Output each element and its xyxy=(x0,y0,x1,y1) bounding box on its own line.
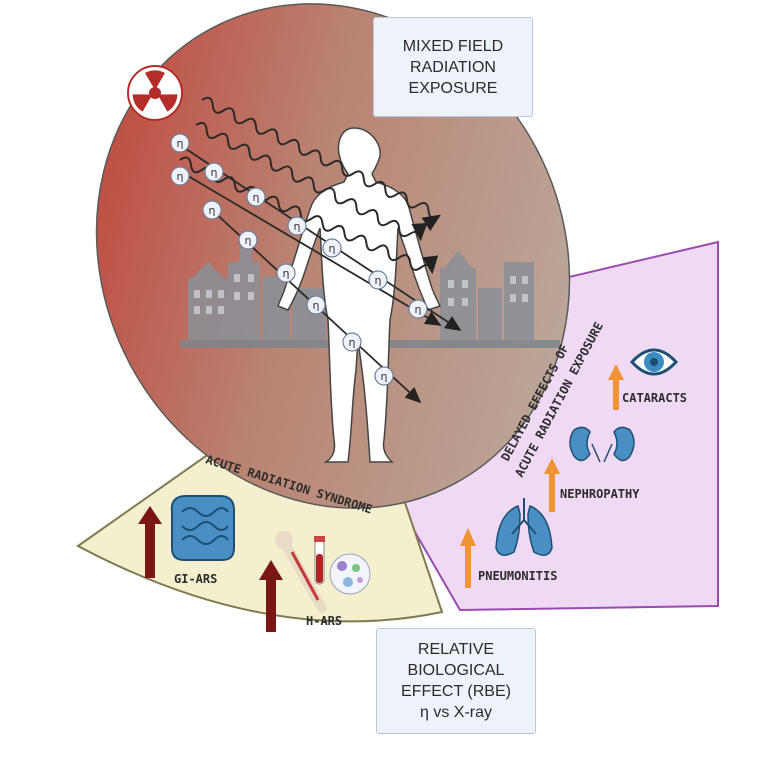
neutron-symbol: η xyxy=(283,267,290,280)
title-line-1: MIXED FIELD xyxy=(402,37,504,55)
bone-marrow-icon xyxy=(275,531,327,613)
blood-cells-icon xyxy=(329,553,371,595)
neutron-symbol: η xyxy=(209,204,216,217)
neutron-symbol: η xyxy=(294,220,301,233)
neutron-symbol: η xyxy=(349,336,356,349)
mixed-field-title-box: MIXED FIELD RADIATION EXPOSURE xyxy=(373,17,533,117)
title-line-2: RADIATION xyxy=(410,58,496,76)
gi-ars-group: GI-ARS xyxy=(138,495,235,586)
neutron-symbol: η xyxy=(177,137,184,150)
neutron-particle: η xyxy=(170,133,190,153)
up-arrow-icon xyxy=(608,364,624,410)
neutron-particle: η xyxy=(306,295,326,315)
rbe-line-4: η vs X-ray xyxy=(419,704,492,721)
neutron-particle: η xyxy=(276,263,296,283)
neutron-particle: η xyxy=(170,166,190,186)
cataracts-label: CATARACTS xyxy=(622,391,687,405)
neutron-particle: η xyxy=(368,270,388,290)
neutron-particles: η η η η η η η η η η η η η η xyxy=(170,133,428,386)
neutron-particle: η xyxy=(204,162,224,182)
rbe-box: RELATIVE BIOLOGICAL EFFECT (RBE) η vs X-… xyxy=(376,628,536,734)
up-arrow-icon xyxy=(460,528,476,588)
up-arrow-icon xyxy=(544,458,560,512)
h-ars-label: H-ARS xyxy=(306,614,342,628)
title-line-3: EXPOSURE xyxy=(408,79,498,97)
cataracts-group: CATARACTS xyxy=(608,348,687,410)
neutron-symbol: η xyxy=(381,370,388,383)
gi-ars-label: GI-ARS xyxy=(174,572,217,586)
neutron-particle: η xyxy=(287,216,307,236)
h-ars-group: H-ARS xyxy=(259,531,371,632)
pneumonitis-label: PNEUMONITIS xyxy=(478,569,557,583)
neutron-symbol: η xyxy=(375,274,382,287)
neutron-particle: η xyxy=(342,332,362,352)
neutron-symbol: η xyxy=(211,166,218,179)
neutron-particle: η xyxy=(238,230,258,250)
neutron-symbol: η xyxy=(415,303,422,316)
eye-icon xyxy=(629,348,679,376)
up-arrow-icon xyxy=(138,506,162,578)
pneumonitis-group: PNEUMONITIS xyxy=(460,498,557,588)
neutron-symbol: η xyxy=(245,234,252,247)
neutron-particle: η xyxy=(374,366,394,386)
neutron-symbol: η xyxy=(329,242,336,255)
blood-tube-icon xyxy=(314,536,325,585)
neutron-symbol: η xyxy=(177,170,184,183)
up-arrow-icon xyxy=(259,560,283,632)
neutron-symbol: η xyxy=(313,299,320,312)
intestines-icon xyxy=(170,495,235,561)
neutron-particle: η xyxy=(246,187,266,207)
rbe-line-2: BIOLOGICAL xyxy=(407,662,505,679)
lungs-icon xyxy=(495,498,553,556)
radiation-hazard-icon xyxy=(127,65,183,121)
rbe-line-1: RELATIVE xyxy=(417,641,495,658)
nephropathy-group: NEPHROPATHY xyxy=(544,426,640,512)
skyline-windows xyxy=(194,274,528,314)
kidneys-icon xyxy=(569,426,635,463)
neutron-symbol: η xyxy=(253,191,260,204)
rbe-line-3: EFFECT (RBE) xyxy=(401,683,511,700)
neutron-particle: η xyxy=(202,200,222,220)
neutron-particle: η xyxy=(408,299,428,319)
neutron-particle: η xyxy=(322,238,342,258)
nephropathy-label: NEPHROPATHY xyxy=(560,487,640,501)
